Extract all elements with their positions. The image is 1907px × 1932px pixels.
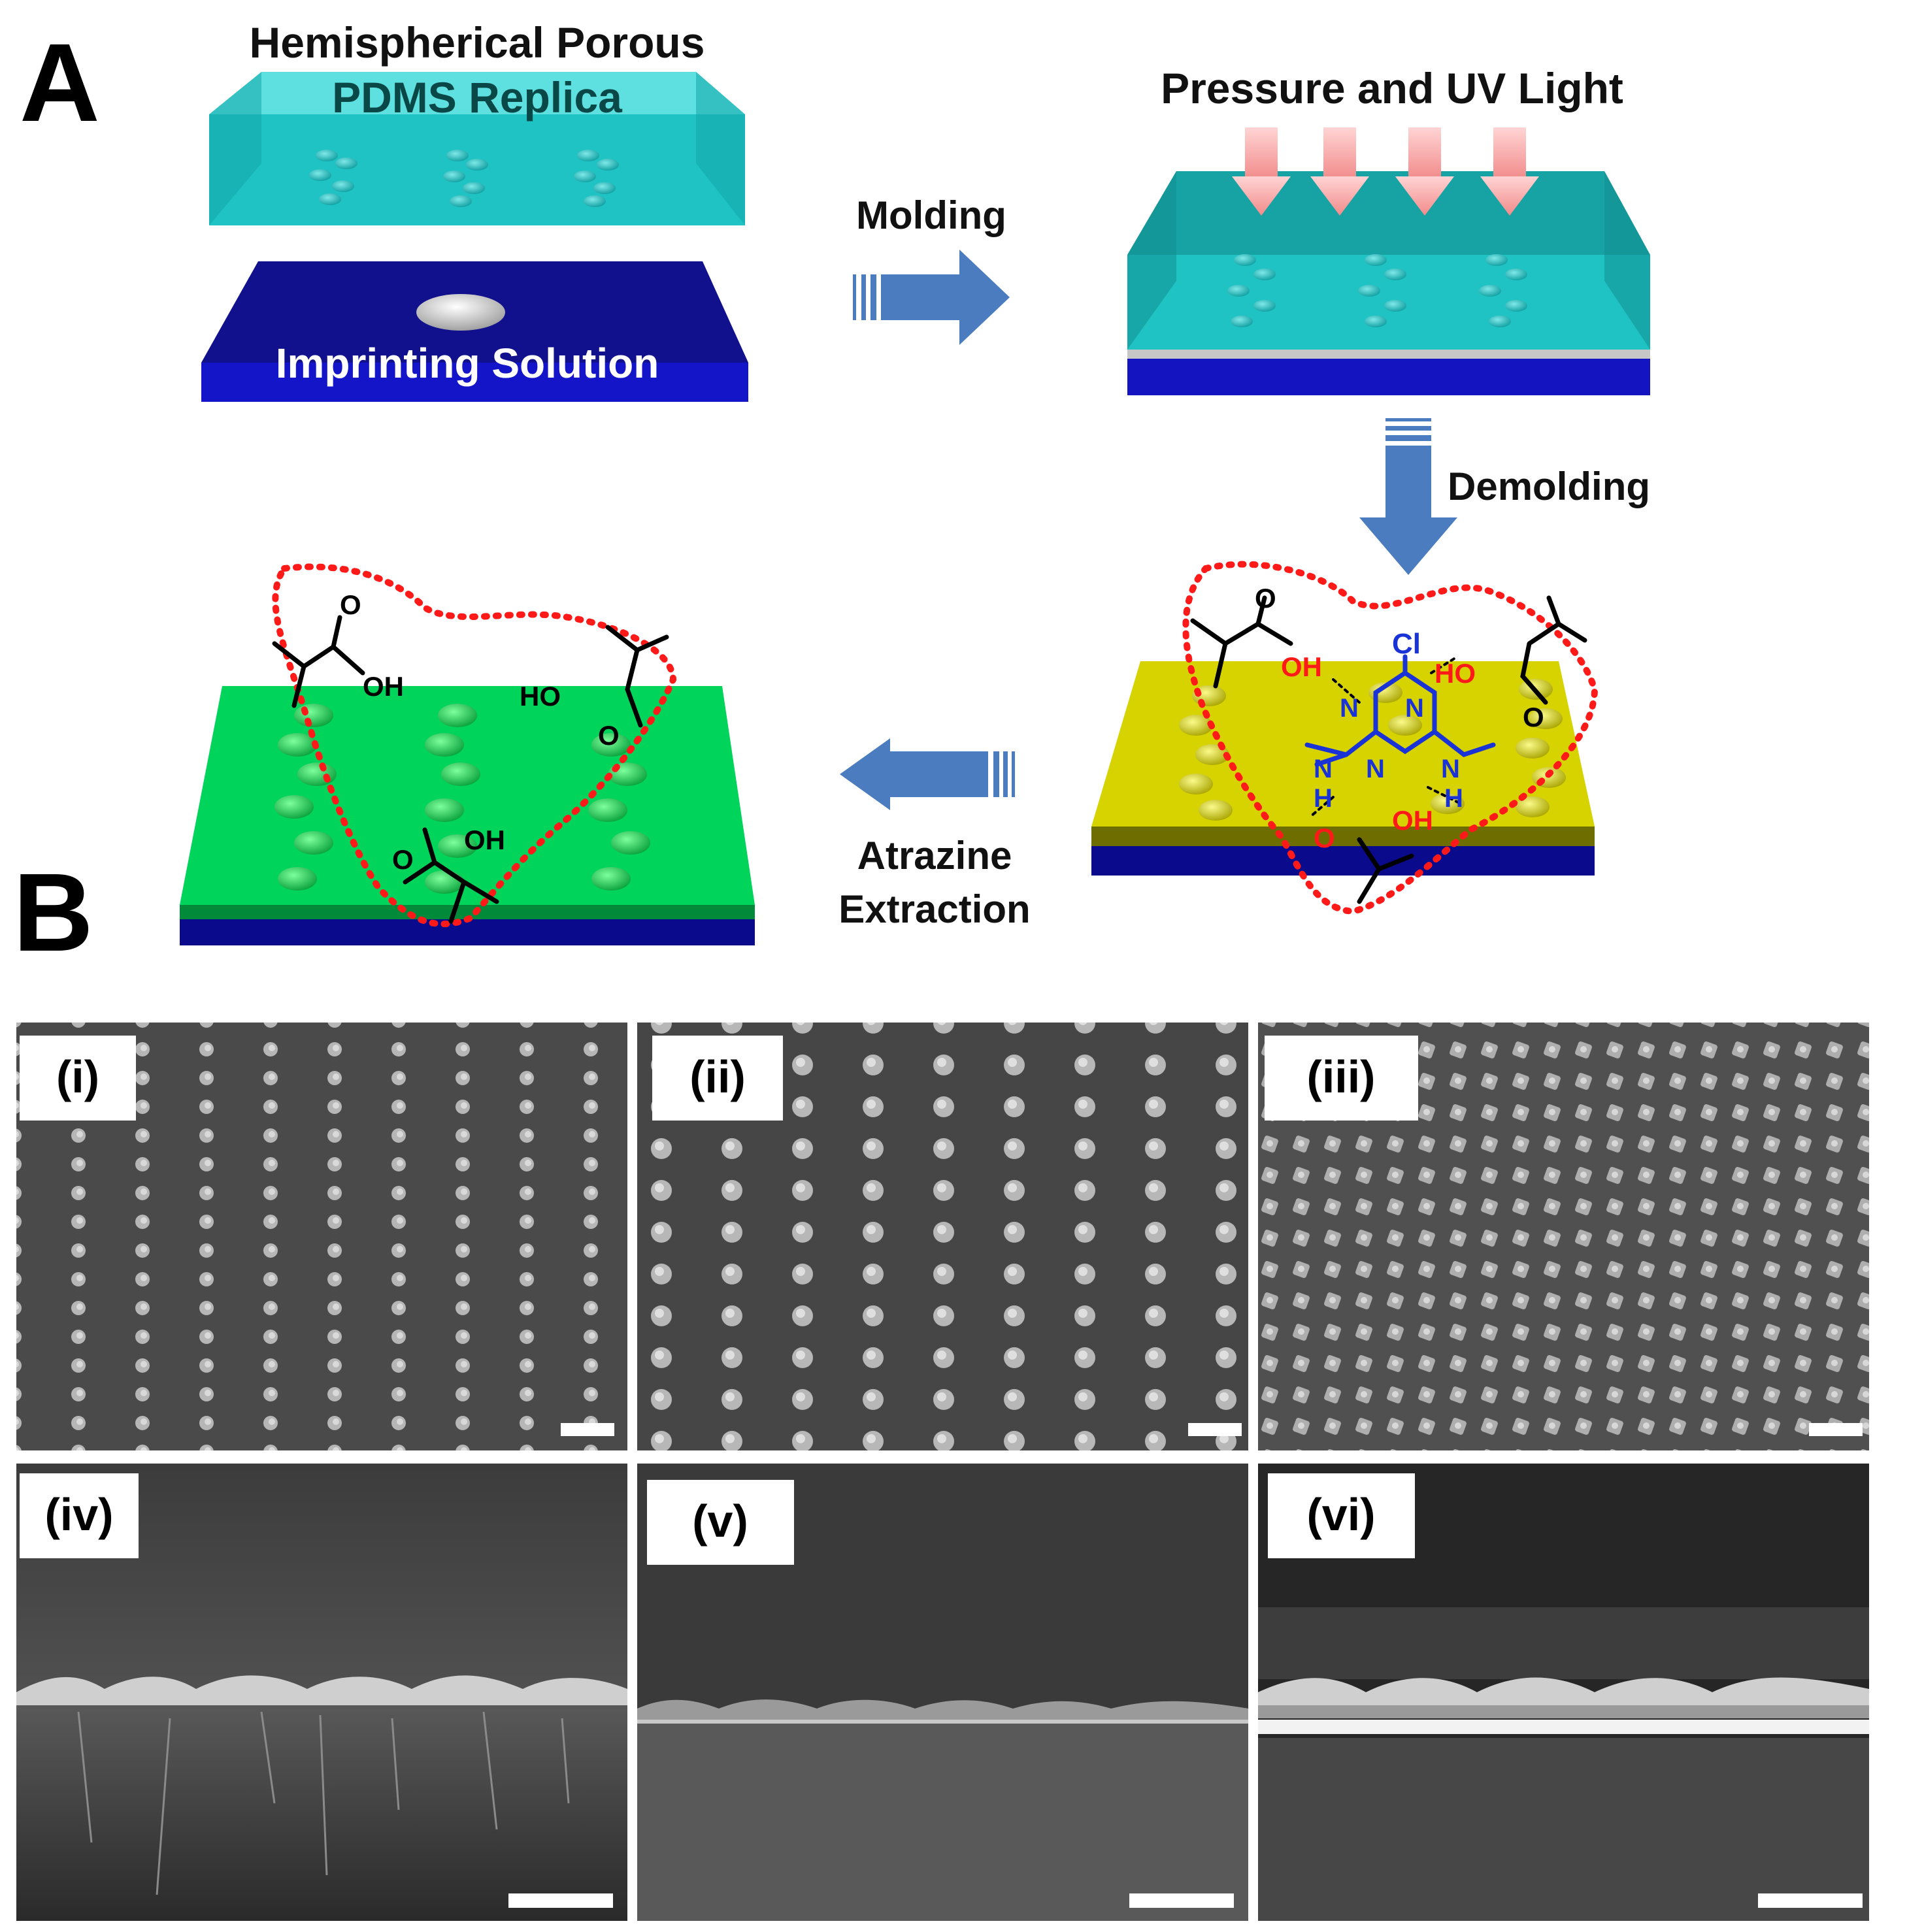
n-atom-3: N <box>1366 755 1385 783</box>
n-atom-4: N <box>1314 755 1333 783</box>
oh-group-4: OH <box>464 825 505 855</box>
oh-group-3: OH <box>363 671 404 702</box>
n-atom-1: N <box>1340 694 1359 723</box>
molding-arrow <box>853 250 1010 345</box>
mip-functional-groups <box>272 615 669 924</box>
panel-b-letter: B <box>13 851 93 975</box>
ho-group: HO <box>1434 658 1476 689</box>
scale-bar <box>1129 1893 1234 1908</box>
cavity-outline-template <box>1182 561 1599 915</box>
molding-label: Molding <box>856 193 1006 237</box>
o-atom-5: O <box>598 720 620 751</box>
mip-film <box>180 686 755 945</box>
demolding-label: Demolding <box>1448 465 1650 508</box>
scale-bar <box>1188 1423 1242 1436</box>
cavity-outline-mip <box>272 563 677 928</box>
o-atom-6: O <box>392 844 414 875</box>
extraction-label-line2: Extraction <box>838 887 1030 931</box>
templated-film <box>1091 661 1595 876</box>
scale-bar <box>508 1893 613 1908</box>
uv-pressure-arrows <box>1232 127 1539 216</box>
o-atom-4: O <box>340 589 361 620</box>
h-atom-2: H <box>1444 784 1463 813</box>
extraction-arrow <box>840 738 1015 810</box>
sem-label-iv: (iv) <box>45 1489 114 1540</box>
solution-droplet <box>416 294 505 331</box>
pressure-uv-title: Pressure and UV Light <box>1161 64 1623 112</box>
panel-a-letter: A <box>20 21 100 145</box>
demolding-arrow <box>1359 418 1457 575</box>
imprinting-solution-substrate <box>201 261 748 402</box>
atrazine-complex <box>1190 595 1587 904</box>
sem-label-vi: (vi) <box>1307 1489 1376 1540</box>
ho-group-2: HO <box>520 681 561 712</box>
sem-grid <box>16 1023 1869 1921</box>
molding-stack <box>1127 171 1650 395</box>
oh-group-1: OH <box>1281 651 1322 682</box>
imprinting-solution-label: Imprinting Solution <box>276 340 659 387</box>
sem-labels: (i) (ii) (iii) (iv) (v) (vi) <box>20 1036 1418 1565</box>
hemispherical-porous-title: Hemispherical Porous <box>250 18 705 67</box>
sem-label-v: (v) <box>692 1496 748 1547</box>
o-atom-3: O <box>1314 823 1335 853</box>
n-atom-5: N <box>1441 755 1460 783</box>
atrazine-atoms: Cl N N N N N H H O OH HO O OH O <box>1255 583 1544 853</box>
pdms-replica-label: PDMS Replica <box>332 73 623 122</box>
sem-label-iii: (iii) <box>1307 1051 1376 1102</box>
sem-label-i: (i) <box>56 1051 99 1102</box>
mip-atoms: O OH HO O OH O <box>340 589 620 875</box>
scale-bar <box>1809 1423 1863 1436</box>
h-atom-1: H <box>1314 784 1333 813</box>
scale-bar <box>1758 1893 1863 1908</box>
oh-group-2: OH <box>1392 805 1433 836</box>
cl-atom: Cl <box>1392 628 1421 660</box>
sem-image-i <box>16 1023 627 1450</box>
sem-image-iv <box>16 1464 627 1921</box>
scale-bar <box>561 1423 614 1436</box>
n-atom-2: N <box>1405 694 1424 723</box>
pdms-replica-block <box>209 72 745 225</box>
o-atom-2: O <box>1523 702 1544 732</box>
sem-label-ii: (ii) <box>689 1051 746 1102</box>
o-atom-1: O <box>1255 583 1276 614</box>
extraction-label-line1: Atrazine <box>857 834 1012 877</box>
